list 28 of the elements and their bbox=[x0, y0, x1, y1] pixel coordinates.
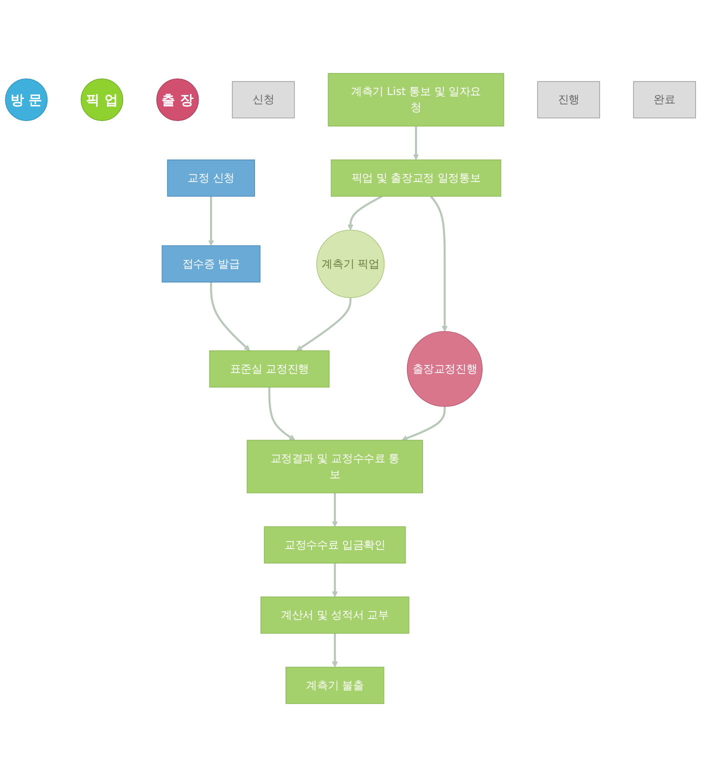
node-circle: 출 장 bbox=[156, 78, 199, 122]
node-box: 접수증 발급 bbox=[162, 246, 260, 283]
node-box: 진행 bbox=[537, 82, 600, 119]
node-circle: 계측기 픽업 bbox=[316, 230, 385, 299]
arrow bbox=[332, 564, 338, 598]
node-circle: 픽 업 bbox=[80, 78, 124, 122]
arrow bbox=[296, 298, 352, 352]
arrow bbox=[210, 282, 250, 352]
node-circle: 방 문 bbox=[5, 78, 48, 122]
arrow bbox=[413, 126, 419, 161]
arrow bbox=[332, 493, 338, 528]
node-box: 교정결과 및 교정수수료 통보 bbox=[246, 440, 424, 494]
node-box: 계측기 List 통보 및 일자요청 bbox=[328, 74, 504, 127]
node-box: 계산서 및 성적서 교부 bbox=[260, 597, 410, 634]
node-box: 픽업 및 출장교정 일정통보 bbox=[330, 160, 502, 198]
arrow bbox=[347, 196, 382, 231]
node-circle: 출장교정진행 bbox=[406, 332, 483, 408]
arrow bbox=[430, 196, 448, 332]
node-box: 표준실 교정진행 bbox=[209, 350, 330, 388]
node-box: 신청 bbox=[232, 82, 295, 119]
arrow bbox=[268, 388, 296, 441]
node-box: 교정수수료 입금확인 bbox=[264, 526, 406, 564]
arrow bbox=[402, 406, 446, 442]
arrow bbox=[208, 196, 214, 246]
node-box: 계측기 불출 bbox=[286, 667, 384, 704]
node-box: 완료 bbox=[633, 82, 696, 119]
node-box: 교정 신청 bbox=[167, 160, 255, 198]
arrow bbox=[332, 634, 338, 668]
